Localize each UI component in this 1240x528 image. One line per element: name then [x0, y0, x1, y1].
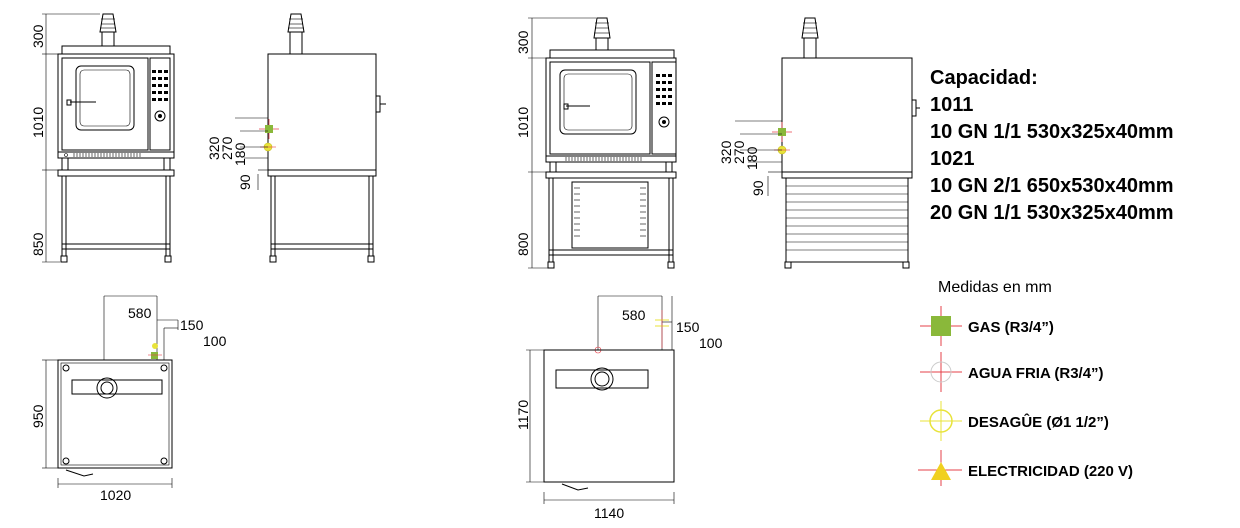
gas-connection-marker-b: [772, 122, 792, 142]
vent-slots: [73, 153, 141, 157]
control-buttons: [152, 70, 168, 122]
unit-a-plan-view: 580 150 100 950 1020: [30, 295, 227, 503]
dim-b-stand-height: 800: [515, 232, 531, 256]
dim-a-conn-320: 320: [206, 136, 222, 160]
dim-a-oven-height: 1010: [30, 107, 46, 138]
dim-b-oven-height: 1010: [515, 107, 531, 138]
unit-b-side-view: 320 270 180 90: [718, 17, 920, 269]
dim-a-conn-270: 270: [219, 136, 235, 160]
dim-b-plan-depth: 1170: [515, 400, 531, 430]
legend-item-electric: ELECTRICIDAD (220 V): [918, 450, 1133, 486]
dim-a-plan-150: 150: [180, 317, 204, 333]
dim-b-conn-320: 320: [718, 140, 734, 164]
dim-a-conn-180: 180: [232, 142, 248, 166]
dim-b-plan-150: 150: [676, 319, 700, 335]
dim-a-plan-depth: 950: [30, 404, 46, 428]
dim-b-plan-100: 100: [699, 335, 723, 351]
legend: Medidas en mm GAS (R3/4”) AGUA FRIA (R3/…: [918, 279, 1133, 486]
legend-label-electric: ELECTRICIDAD (220 V): [968, 463, 1133, 480]
gas-square-icon: [931, 316, 951, 336]
dim-a-conn-90: 90: [237, 174, 253, 190]
dim-b-top-clearance: 300: [515, 30, 531, 54]
capacity-line-2: 10 GN 1/1 530x325x40mm: [930, 121, 1174, 143]
units-note: Medidas en mm: [938, 279, 1052, 296]
control-buttons-b: [656, 74, 672, 128]
legend-item-drain: DESAGÛE (Ø1 1/2”): [920, 401, 1109, 441]
legend-label-gas: GAS (R3/4”): [968, 319, 1054, 336]
side-panel-slats: [786, 185, 908, 251]
unit-a-side-view: 320 270 180 90: [206, 13, 386, 263]
legend-item-gas: GAS (R3/4”): [920, 306, 1054, 346]
unit-b-front-view: 300 1010 800: [515, 17, 677, 269]
unit-b-plan-view: 580 150 100 1170 1140: [515, 295, 723, 521]
dim-a-top-clearance: 300: [30, 24, 46, 48]
capacity-line-3: 1021: [930, 148, 975, 170]
legend-item-cold-water: AGUA FRIA (R3/4”): [920, 352, 1104, 392]
dim-a-plan-100: 100: [203, 333, 227, 349]
dim-b-plan-width: 1140: [594, 505, 624, 521]
dim-b-conn-180: 180: [744, 146, 760, 170]
dim-a-plan-580: 580: [128, 305, 152, 321]
dim-b-conn-90: 90: [750, 180, 766, 196]
electric-triangle-icon: [931, 462, 951, 480]
rack-rails: [574, 187, 646, 237]
legend-label-drain: DESAGÛE (Ø1 1/2”): [968, 413, 1109, 431]
legend-label-cold-water: AGUA FRIA (R3/4”): [968, 365, 1104, 382]
dim-b-plan-580: 580: [622, 307, 646, 323]
cold-water-circle-icon: [930, 361, 952, 383]
capacity-line-4: 10 GN 2/1 650x530x40mm: [930, 175, 1174, 197]
vent-slots-b: [565, 157, 642, 161]
unit-a-front-view: 300 1010 850: [30, 13, 175, 263]
capacity-line-1: 1011: [930, 94, 974, 116]
chimney: [99, 13, 117, 47]
dim-b-conn-270: 270: [731, 140, 747, 164]
capacity-line-5: 20 GN 1/1 530x325x40mm: [930, 202, 1174, 224]
dim-a-plan-width: 1020: [100, 487, 131, 503]
gas-connection-marker: [259, 119, 279, 139]
dim-a-stand-height: 850: [30, 232, 46, 256]
capacity-title: Capacidad:: [930, 67, 1038, 89]
drain-circle-icon: [929, 409, 953, 433]
